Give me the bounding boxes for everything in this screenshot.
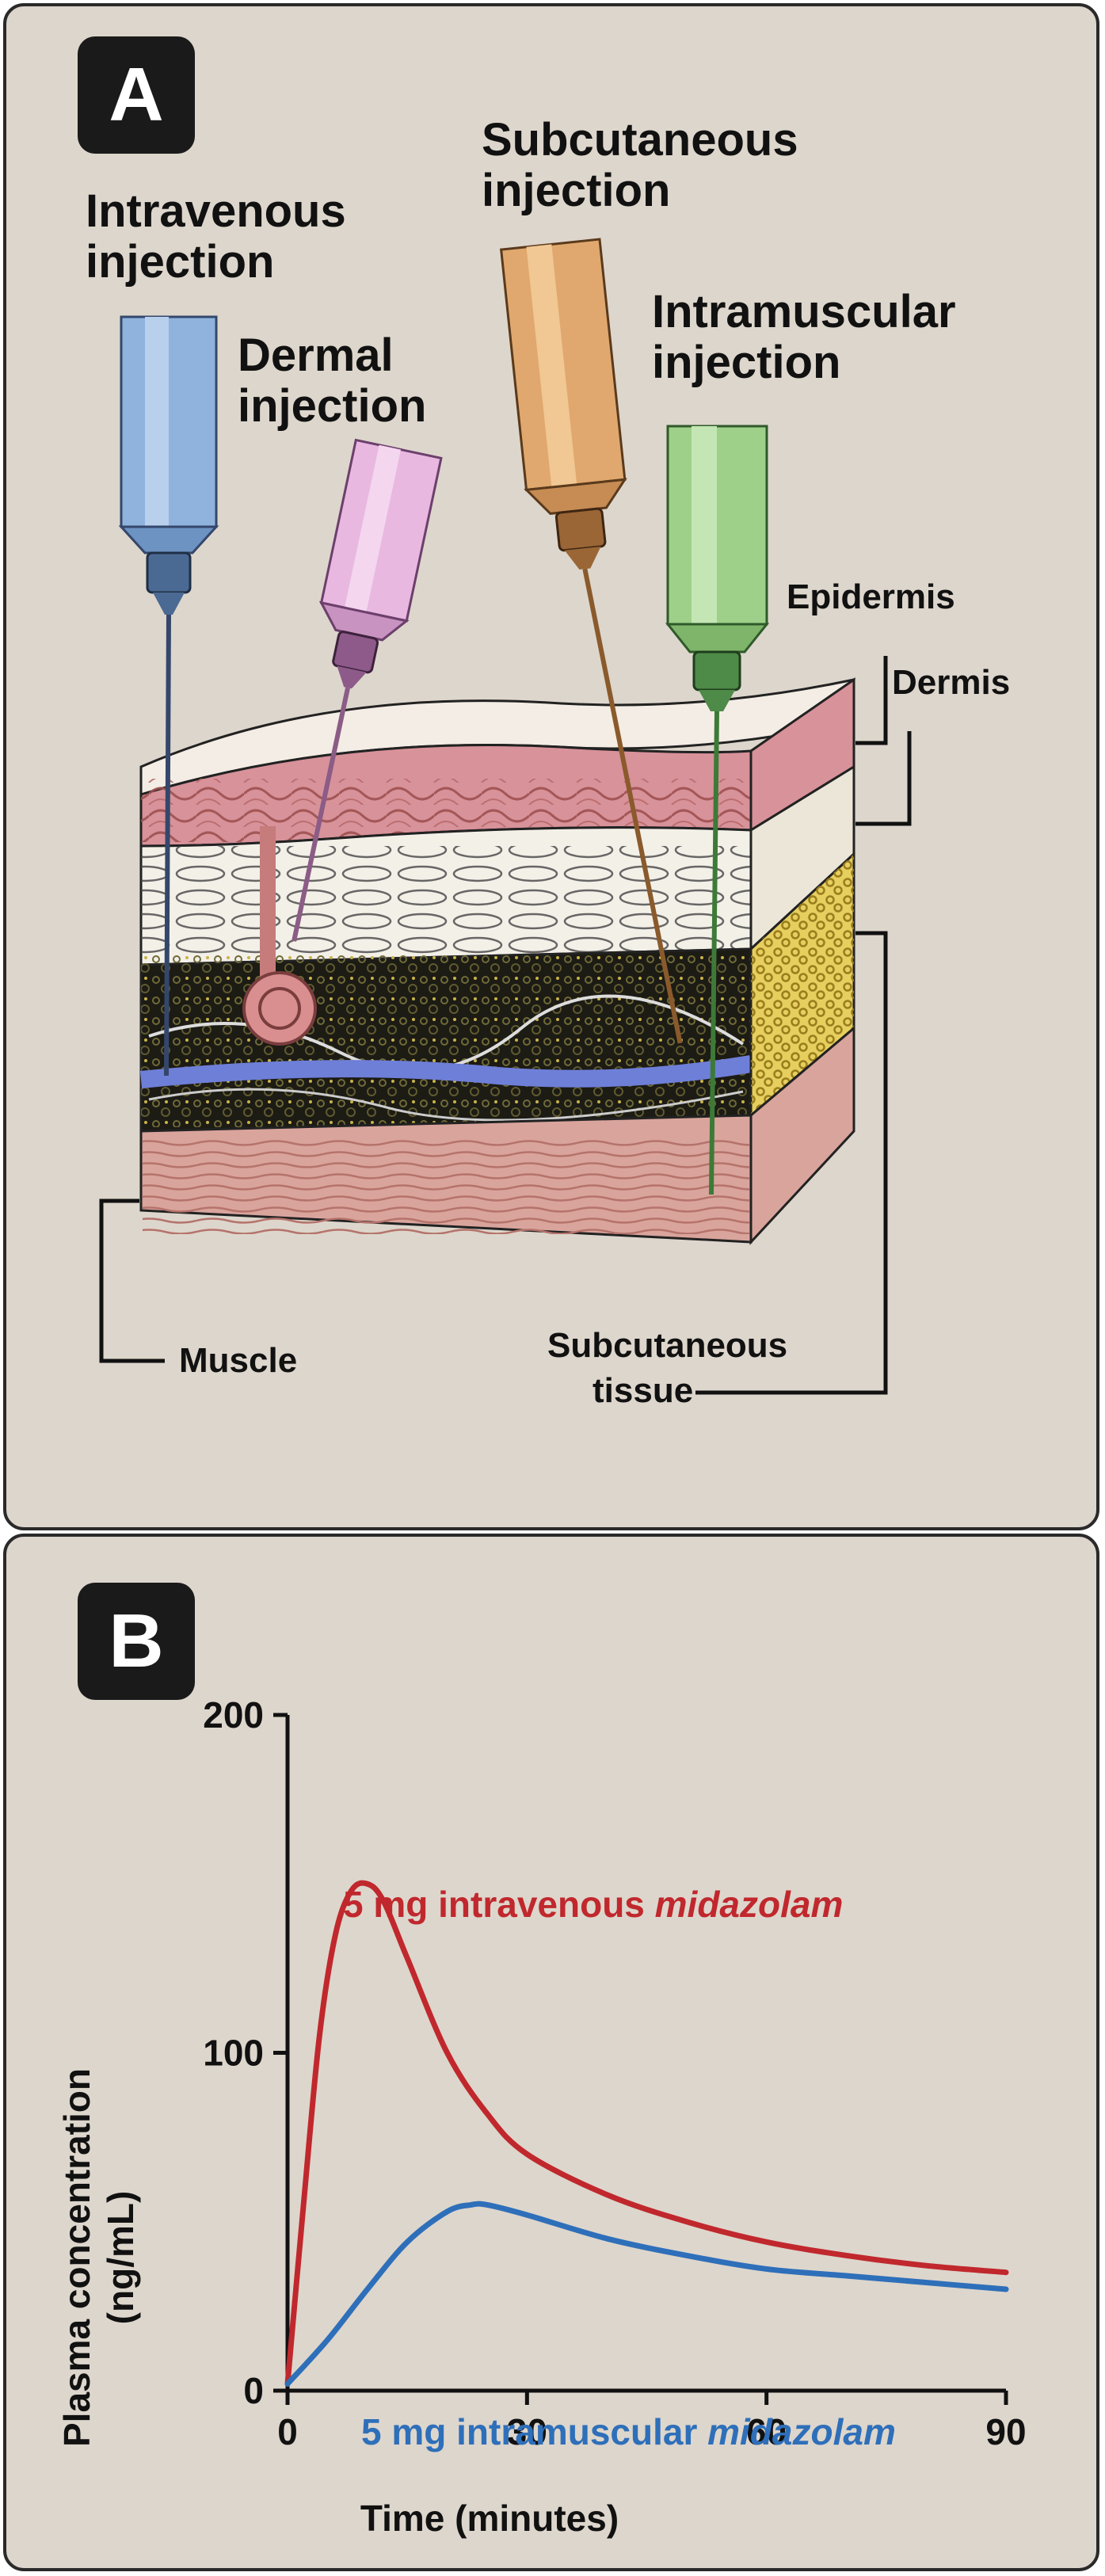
x-axis-label: Time (minutes) [360,2498,619,2539]
subcutaneous-leader [695,931,888,1395]
panel-a: A [3,3,1099,1530]
muscle-leader [99,1198,165,1363]
y-tick-label: 0 [243,2370,264,2411]
series-line-intramuscular [284,2201,1009,2387]
label-subcutaneous-2: injection [482,165,670,216]
intravenous-syringe [118,315,219,1077]
plasma-concentration-chart: 0 30 60 90 0 100 200 Time (minutes) Plasma con… [56,1694,1027,2539]
label-intravenous-2: injection [86,236,274,288]
x-tick-label: 60 [746,2411,787,2452]
label-epidermis: Epidermis [787,577,955,616]
series-line-intravenous [284,1880,1009,2387]
label-dermis: Dermis [892,663,1010,702]
panel-a-badge: A [78,36,195,154]
y-axis-label-1: Plasma concentration [56,2068,97,2447]
chart-axes [285,1715,1006,2393]
label-subcutaneous-tissue-1: Subcutaneous [547,1326,787,1365]
panel-b: B 0 30 60 90 0 100 200 Time (minutes) Plasma c… [3,1534,1099,2571]
side-muscle [749,1025,855,1245]
series-label-intramuscular: 5 mg intramuscular midazolam [361,2411,896,2452]
subcutaneous-syringe [500,238,683,1044]
y-tick-label: 200 [203,1694,264,1736]
y-axis-label-2: (ng/mL) [100,2191,141,2325]
label-dermal-1: Dermal [238,330,394,381]
chart-ticks: 0 30 60 90 0 100 200 [203,1694,1026,2452]
x-tick-label: 30 [507,2411,547,2452]
label-subcutaneous-tissue-2: tissue [593,1371,693,1410]
y-tick-label: 100 [203,2033,264,2074]
leader-lines [99,656,912,1395]
label-intravenous-1: Intravenous [86,185,346,237]
label-subcutaneous-1: Subcutaneous [482,114,798,166]
dermal-syringe [291,438,443,942]
chart-lines [284,1880,1009,2387]
label-dermal-2: injection [238,380,426,432]
label-muscle: Muscle [179,1341,297,1380]
intramuscular-syringe [665,425,770,1195]
label-intramuscular-1: Intramuscular [652,286,956,337]
dermis-leader [855,731,912,826]
injection-diagram: Intravenous injection Dermal injection S… [86,114,1010,1410]
vein [139,1055,753,1088]
series-label-intravenous: 5 mg intravenous midazolam [343,1884,843,1925]
skin-block [139,677,855,1245]
x-tick-label: 0 [277,2411,298,2452]
label-intramuscular-2: injection [652,337,840,388]
x-tick-label: 90 [985,2411,1026,2452]
epidermis-leader [855,656,888,745]
panel-b-badge: B [78,1583,195,1700]
